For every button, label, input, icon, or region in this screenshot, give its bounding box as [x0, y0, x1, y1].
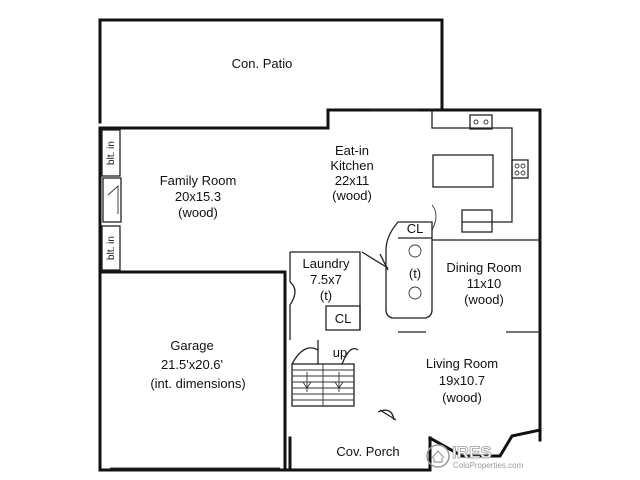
laundry-dims: 7.5x7 [310, 272, 342, 287]
living-room-floor: (wood) [442, 390, 482, 405]
laundry-note: (t) [320, 288, 332, 303]
garage-name: Garage [170, 338, 213, 353]
garage-note: (int. dimensions) [150, 376, 245, 391]
closet-lower-label: CL [335, 311, 352, 326]
dining-room-dims: 11x10 [467, 276, 501, 291]
dining-room-name: Dining Room [446, 260, 521, 275]
patio-outline [98, 18, 444, 124]
living-room-name: Living Room [426, 356, 498, 371]
watermark: IRES ColoProperties.com [426, 443, 524, 470]
closet-upper-label: CL [407, 221, 424, 236]
kitchen-name-line2: Kitchen [330, 158, 373, 173]
dining-living-marks [398, 239, 540, 333]
bay-window [427, 428, 542, 458]
stairs [291, 340, 359, 407]
laundry-name: Laundry [303, 256, 350, 271]
kitchen-counters [431, 110, 529, 233]
watermark-logo-icon [426, 444, 450, 468]
family-garage-wall [98, 270, 287, 470]
builtin-bottom-label: blt. in [106, 236, 117, 260]
kitchen-dims: 22x11 [335, 173, 369, 188]
dining-room-floor: (wood) [464, 292, 504, 307]
kitchen-floor: (wood) [332, 188, 372, 203]
house-outer-walls [98, 108, 542, 472]
bath-label: (t) [409, 266, 421, 281]
builtin-bottom-box [101, 225, 121, 271]
patio-label: Con. Patio [232, 56, 293, 71]
family-room-floor: (wood) [178, 205, 218, 220]
builtin-top-box [101, 129, 121, 177]
bath-closet-block [385, 204, 437, 319]
fireplace [102, 177, 122, 223]
house-icon [431, 450, 445, 463]
family-room-name: Family Room [160, 173, 237, 188]
laundry-walls [289, 251, 361, 340]
doors [289, 109, 418, 421]
kitchen-name-line1: Eat-in [335, 143, 369, 158]
watermark-brand: IRES [452, 443, 492, 462]
family-room-dims: 20x15.3 [175, 189, 221, 204]
stairs-label: up [333, 345, 347, 360]
porch-label: Cov. Porch [336, 444, 399, 459]
watermark-url: ColoProperties.com [453, 461, 524, 470]
living-room-dims: 19x10.7 [439, 373, 485, 388]
garage-dims: 21.5'x20.6' [161, 357, 223, 372]
builtin-top-label: blt. in [106, 141, 117, 165]
